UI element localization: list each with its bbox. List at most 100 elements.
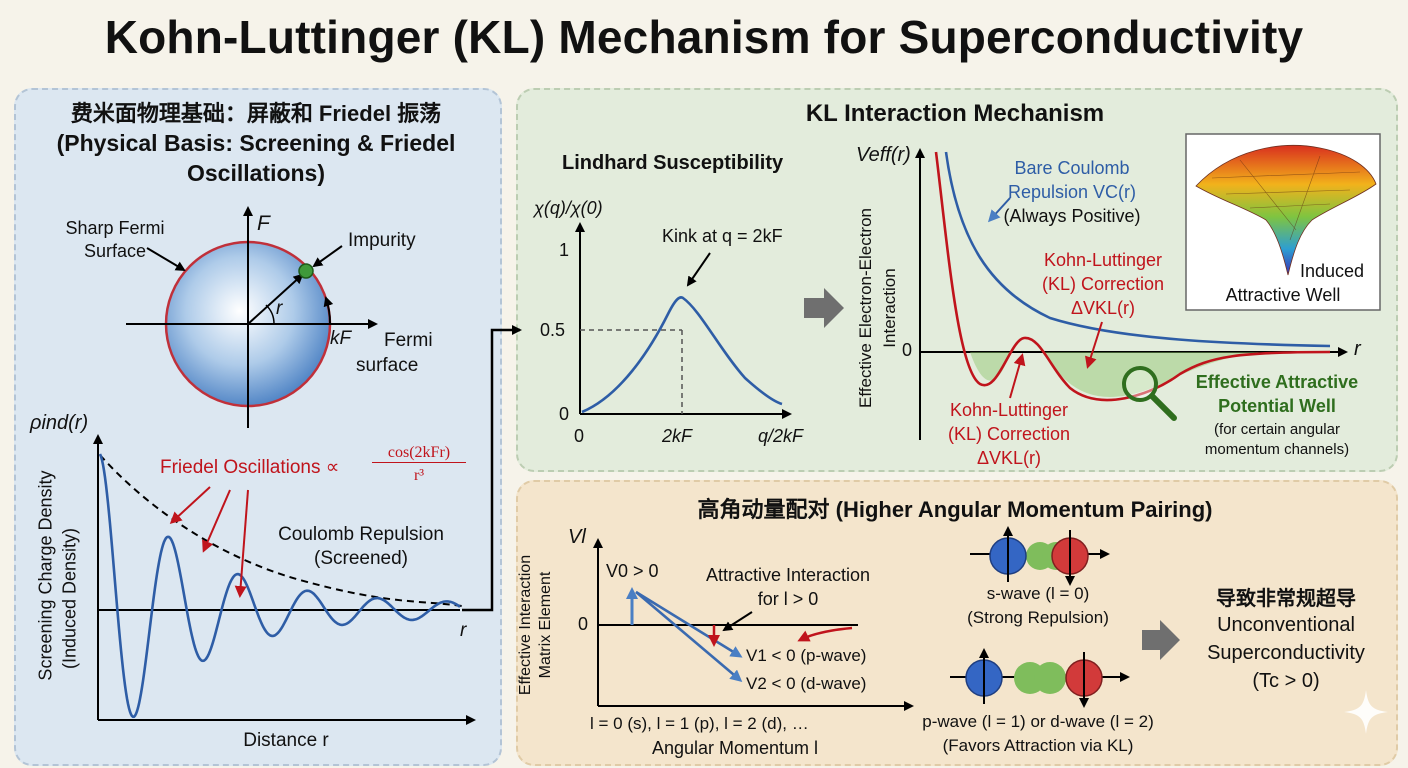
fermi-surface-label-2: surface [356,355,419,376]
left-heading-cn: 费米面物理基础：屏蔽和 Friedel 振荡 [70,101,442,126]
klc-bot-pointer [1009,353,1026,399]
veff-ylabel-1: Effective Electron-Electron [856,208,875,408]
friedel-formula-numerator: cos(2kFr) [372,444,466,463]
coulomb-screened-label-2: (Screened) [314,548,408,569]
impurity-dot [298,263,314,279]
lindhard-plot [575,222,792,419]
veff-plot [915,148,1348,440]
friedel-formula-label: Friedel Oscillations ∝ [160,457,340,478]
veff-zero-label: 0 [902,340,913,360]
lindhard-curve [581,296,783,414]
magnifier-icon [1122,366,1177,421]
sparkle-icon [1344,690,1388,734]
vl-decline-1 [635,590,743,658]
lindhard-x-q: q/2kF [758,426,804,446]
friedel-arrow-1 [169,486,211,525]
kl-correction-bottom-1: Kohn-Luttinger [949,400,1069,420]
vl-zero-label: 0 [578,614,589,634]
rho-axis-label: ρind(r) [30,412,89,434]
veff-ylabel-2: Interaction [880,268,899,348]
kl-flow-arrow [804,288,844,328]
s-wave-label-2: (Strong Repulsion) [967,608,1109,627]
angle-arc [265,304,275,325]
v2-label: V2 < 0 (d-wave) [746,674,867,693]
kl-correction-top-2: (KL) Correction [1041,274,1165,294]
kl-correction-bottom-3: ΔVKL(r) [976,448,1042,468]
bare-coulomb-label-1: Bare Coulomb [1014,158,1130,178]
fermi-surface-label-1: Fermi [384,330,433,351]
kink-label: Kink at q = 2kF [662,226,783,246]
vl-xlabel: Angular Momentum l [651,738,819,758]
kl-correction-curve [934,151,1331,402]
friedel-x-r-label: r [460,620,467,641]
vl-plot [593,538,914,711]
result-label-2: Superconductivity [1207,642,1365,664]
friedel-formula-denominator: r³ [413,467,425,484]
axis-f-label: F [257,212,270,235]
physical-basis-panel [14,88,502,766]
attractive-interaction-label-1: Attractive Interaction [705,565,871,585]
lindhard-tick-0: 0 [559,404,570,424]
well-surface [1195,145,1377,276]
page-title: Kohn-Luttinger (KL) Mechanism for Superc… [104,11,1304,63]
bare-coulomb-curve [944,151,1331,348]
ang-heading: 高角动量配对 (Higher Angular Momentum Pairing) [697,497,1213,522]
pd-wave-label-1: p-wave (l = 1) or d-wave (l = 2) [922,712,1154,731]
lindhard-x-0: 0 [574,426,585,446]
induced-well-label-1: Induced [1300,261,1365,281]
veff-r-label: r [1354,338,1361,360]
bare-coulomb-label-3: (Always Positive) [1003,206,1141,226]
impurity-pointer [312,245,343,268]
radius-vector [247,273,304,325]
attractive-well-shade [970,352,1260,397]
attractive-well-label-2: Potential Well [1218,396,1336,416]
vl-axis-label: Vl [568,526,586,548]
sharp-fermi-label-1: Sharp Fermi [65,218,165,238]
s-wave-label-1: s-wave (l = 0) [986,584,1090,603]
attractive-pointer [722,611,753,632]
friedel-ylabel-2: (Induced Density) [59,527,80,670]
friedel-curve [98,453,461,719]
v2-red-curve [797,626,853,642]
left-heading-en-2: Oscillations) [186,160,326,186]
friedel-arrow-3 [234,489,249,598]
s-wave-pair [970,526,1110,586]
v0-label: V0 > 0 [606,561,659,581]
connector-arrow [462,325,522,612]
friedel-ylabel-1: Screening Charge Density [35,470,56,681]
klc-top-pointer [1085,321,1103,369]
kf-label: kF [330,328,352,349]
induced-well-label-2: Attractive Well [1225,285,1341,305]
v1-label: V1 < 0 (p-wave) [746,646,867,665]
friedel-plot [93,434,476,725]
pd-wave-label-2: (Favors Attraction via KL) [942,736,1134,755]
result-label-1: Unconventional [1217,614,1355,636]
sharp-fermi-label-2: Surface [83,241,147,261]
chi-axis-label: χ(q)/χ(0) [534,198,603,218]
lindhard-title: Lindhard Susceptibility [562,152,784,174]
friedel-arrow-2 [202,489,231,553]
attractive-well-label-1: Effective Attractive [1195,372,1359,392]
kl-heading: KL Interaction Mechanism [805,100,1105,127]
impurity-label: Impurity [348,230,416,251]
result-label-cn: 导致非常规超导 [1216,588,1356,610]
friedel-envelope [99,454,463,607]
kink-pointer [686,252,711,287]
pd-wave-green-2 [1034,662,1066,694]
vl-ylabel-2: Matrix Element [537,571,554,679]
pd-wave-pair [950,648,1130,708]
kl-correction-top-1: Kohn-Luttinger [1043,250,1163,270]
result-label-3: (Tc > 0) [1252,670,1320,692]
fermi-sphere-diagram [126,206,378,428]
vl-decline-2 [635,591,743,682]
coulomb-screened-label-1: Coulomb Repulsion [278,524,444,545]
bare-pointer [987,197,1011,223]
left-heading-en-1: (Physical Basis: Screening & Friedel [56,130,456,156]
induced-well-box [1185,133,1381,311]
kl-correction-bottom-2: (KL) Correction [947,424,1071,444]
attractive-well-label-4: momentum channels) [1204,441,1350,458]
vl-xticks-label: l = 0 (s), l = 1 (p), l = 2 (d), … [590,714,809,733]
distance-label: Distance r [243,730,329,751]
kl-correction-top-3: ΔVKL(r) [1070,298,1136,318]
